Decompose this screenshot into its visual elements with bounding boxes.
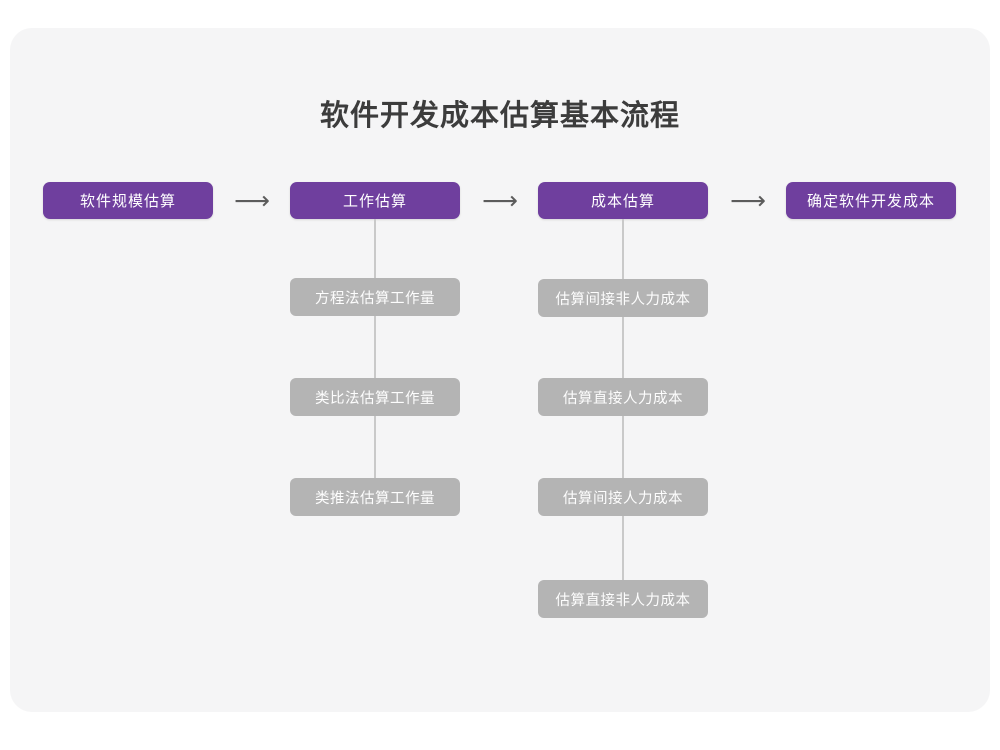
sub-box-col3-3-label: 估算间接人力成本 (563, 490, 683, 507)
connector-line-col3-3 (622, 416, 624, 478)
arrow-right-icon-3: ⟶ (730, 186, 766, 215)
card-panel (10, 28, 990, 712)
sub-box-col3-2-label: 估算直接人力成本 (563, 390, 683, 407)
sub-box-col2-3-label: 类推法估算工作量 (315, 490, 435, 507)
connector-line-col3-2 (622, 317, 624, 378)
sub-box-col2-2[interactable]: 类比法估算工作量 (290, 378, 460, 416)
sub-box-col2-3[interactable]: 类推法估算工作量 (290, 478, 460, 516)
connector-line-col2-1 (374, 219, 376, 278)
sub-box-col3-4[interactable]: 估算直接非人力成本 (538, 580, 708, 618)
page-title: 软件开发成本估算基本流程 (319, 100, 680, 132)
stage-box-1[interactable]: 软件规模估算 (43, 182, 213, 219)
arrow-right-icon-1: ⟶ (234, 186, 270, 215)
connector-line-col2-3 (374, 416, 376, 478)
stage-box-4[interactable]: 确定软件开发成本 (786, 182, 956, 219)
sub-box-col3-1-label: 估算间接非人力成本 (555, 291, 691, 308)
sub-box-col3-2[interactable]: 估算直接人力成本 (538, 378, 708, 416)
stage-box-1-label: 软件规模估算 (79, 193, 176, 210)
connector-line-col3-4 (622, 516, 624, 580)
connector-line-col3-1 (622, 219, 624, 279)
sub-box-col2-1[interactable]: 方程法估算工作量 (290, 278, 460, 316)
stage-box-4-label: 确定软件开发成本 (806, 193, 935, 210)
connector-line-col2-2 (374, 316, 376, 378)
sub-box-col2-2-label: 类比法估算工作量 (315, 390, 435, 407)
stage-box-3-label: 成本估算 (590, 193, 655, 210)
sub-box-col2-1-label: 方程法估算工作量 (315, 290, 435, 307)
sub-box-col3-1[interactable]: 估算间接非人力成本 (538, 279, 708, 317)
arrow-right-icon-2: ⟶ (482, 186, 518, 215)
stage-box-3[interactable]: 成本估算 (538, 182, 708, 219)
stage-box-2-label: 工作估算 (342, 193, 407, 210)
sub-box-col3-3[interactable]: 估算间接人力成本 (538, 478, 708, 516)
stage-box-2[interactable]: 工作估算 (290, 182, 460, 219)
sub-box-col3-4-label: 估算直接非人力成本 (555, 592, 691, 609)
